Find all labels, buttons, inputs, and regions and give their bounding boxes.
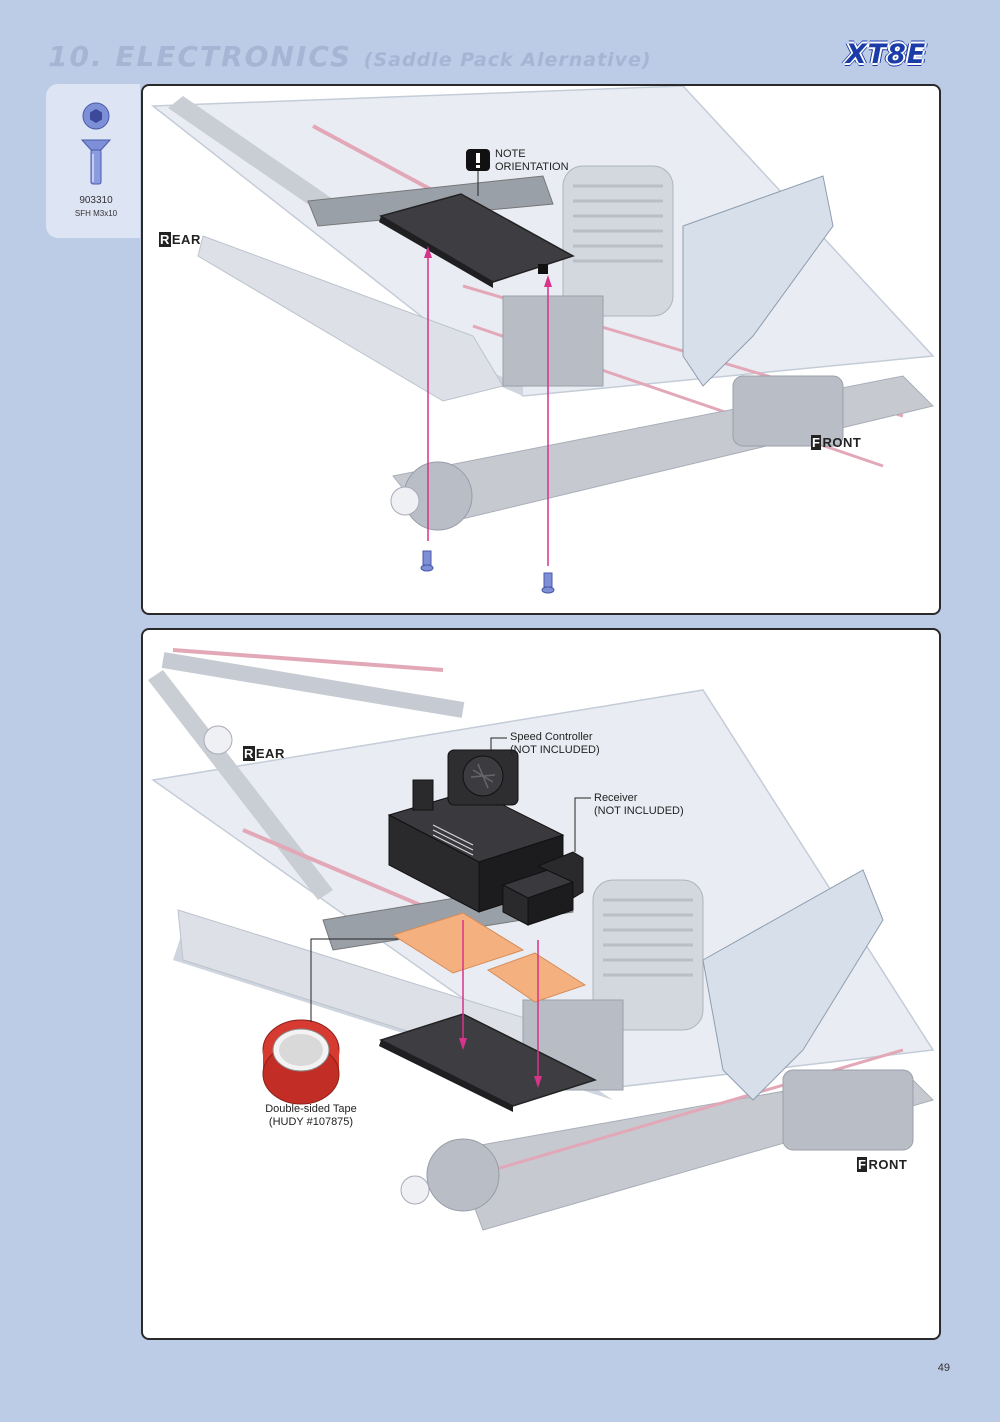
brand-logo: XT8E bbox=[828, 40, 944, 70]
page-number: 49 bbox=[937, 1362, 950, 1374]
countersunk-screw-icon bbox=[80, 102, 112, 185]
step-2-illustration bbox=[148, 648, 935, 1231]
section-number: 10. bbox=[48, 40, 104, 73]
tape-roll-icon bbox=[262, 1019, 340, 1105]
note-orientation-label: NOTE ORIENTATION bbox=[495, 148, 569, 173]
speed-controller-label: Speed Controller (NOT INCLUDED) bbox=[510, 731, 600, 756]
logo-text: XT8E bbox=[845, 39, 927, 70]
section-title: ELECTRONICS bbox=[115, 40, 353, 73]
step-1-illustration bbox=[150, 86, 935, 594]
assembly-step-2-panel: Speed Controller (NOT INCLUDED) Receiver… bbox=[141, 628, 941, 1340]
double-sided-tape-label: Double-sided Tape (HUDY #107875) bbox=[265, 1103, 357, 1128]
screw-right bbox=[541, 572, 555, 594]
screw-left bbox=[420, 550, 434, 572]
screw-part-number: 903310 bbox=[79, 195, 113, 206]
receiver-label: Receiver (NOT INCLUDED) bbox=[594, 792, 684, 817]
section-subtitle: (Saddle Pack Alernative) bbox=[363, 49, 652, 71]
page-title: 10. ELECTRONICS (Saddle Pack Alernative) bbox=[48, 40, 652, 73]
screw-description: SFH M3x10 bbox=[74, 209, 118, 218]
parts-box: 903310 SFH M3x10 bbox=[46, 84, 140, 238]
